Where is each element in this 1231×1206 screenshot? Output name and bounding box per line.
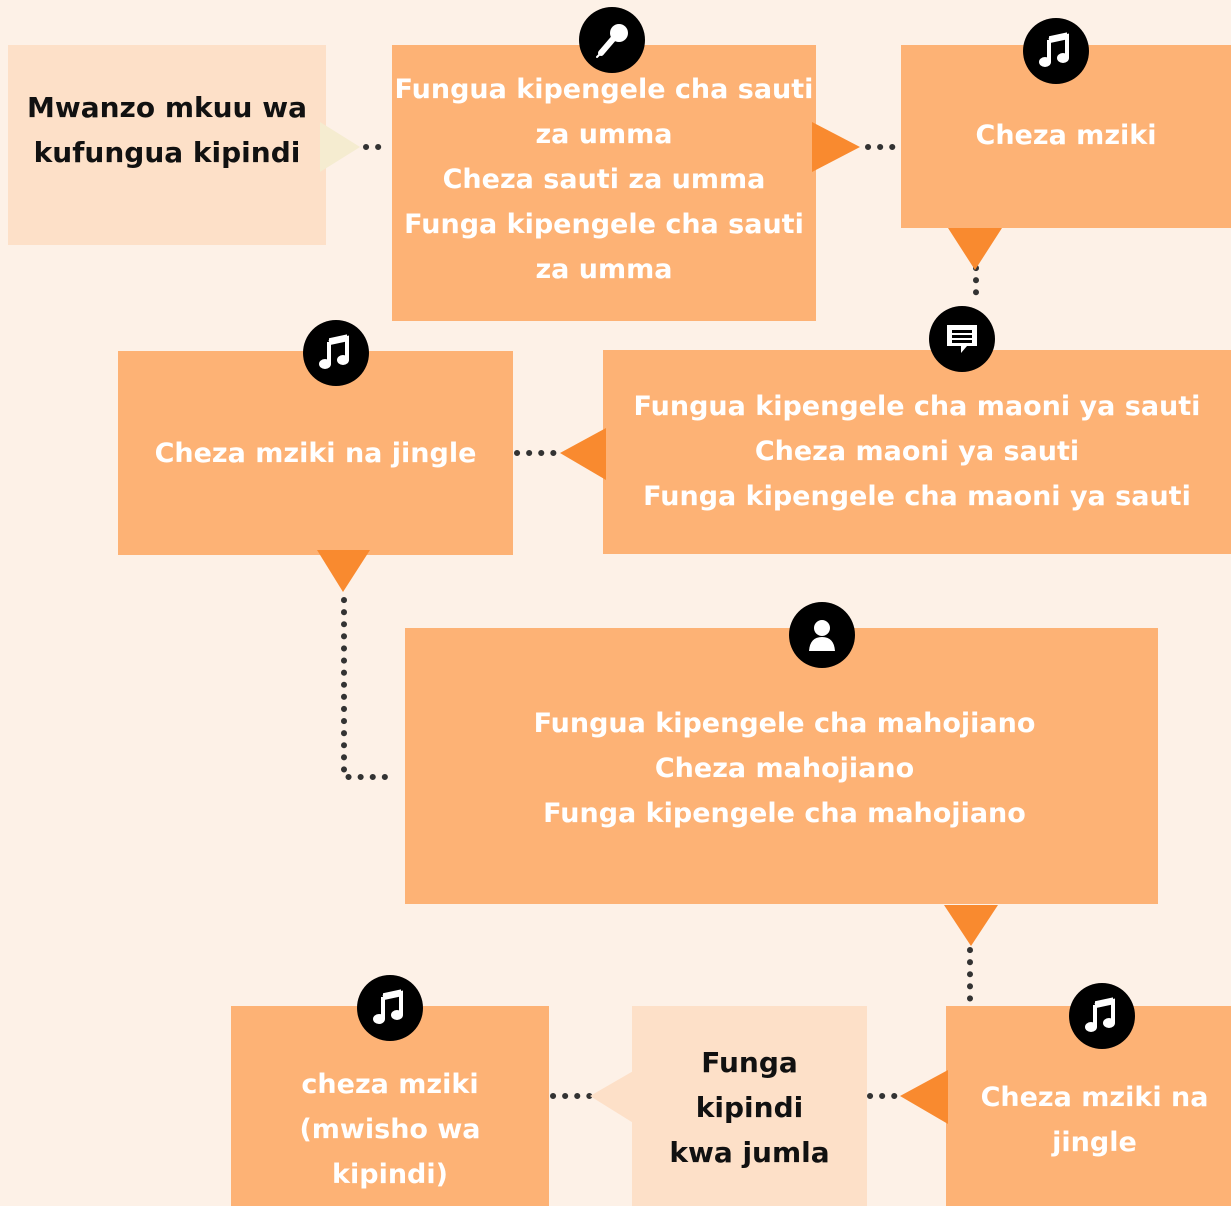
music-end-line-2: (mwisho wa [299,1113,481,1145]
vox-pop-box: Fungua kipengele cha sauti za umma Cheza… [392,45,816,321]
start-line-1: Mwanzo mkuu wa [26,91,307,124]
vox-pop-line-5: za umma [535,253,673,285]
vox-pop-line-4: Funga kipengele cha sauti [404,208,804,240]
music-note-icon [357,975,423,1041]
music-note-icon [1069,983,1135,1049]
comments-line-2: Cheza maoni ya sauti [754,435,1080,467]
interview-box: Fungua kipengele cha mahojiano Cheza mah… [405,628,1158,904]
comments-box: Fungua kipengele cha maoni ya sauti Chez… [603,350,1231,554]
interview-line-2: Cheza mahojiano [654,752,915,784]
vox-pop-line-1: Fungua kipengele cha sauti [394,73,814,105]
microphone-icon [579,7,645,73]
arrow-jingle-down [317,550,370,592]
arrow-start-right [320,122,360,172]
start-box: Mwanzo mkuu wa kufungua kipindi [8,45,326,245]
interview-line-1: Fungua kipengele cha mahojiano [533,707,1036,739]
music-jingle-box-1: Cheza mziki na jingle [118,351,513,555]
comments-line-1: Fungua kipengele cha maoni ya sauti [633,390,1201,422]
close-line-2: kipindi [695,1090,804,1124]
connector-jingle-to-interview [341,597,399,780]
comments-line-3: Funga kipengele cha maoni ya sauti [643,480,1191,512]
music-1-line-1: Cheza mziki [975,120,1157,151]
arrow-voxpop-right [812,122,860,172]
arrow-close-left [590,1070,635,1124]
arrow-music-down [948,228,1002,270]
music-note-icon [1023,18,1089,84]
arrow-comments-left [560,428,606,480]
arrow-jingle2-left [900,1070,948,1124]
start-line-2: kufungua kipindi [33,136,301,169]
music-jingle-2-line-2: jingle [1052,1127,1137,1158]
arrow-interview-down [944,905,998,946]
close-programme-box: Funga kipindi kwa jumla [632,1006,867,1206]
vox-pop-line-3: Cheza sauti za umma [442,163,766,195]
interview-line-3: Funga kipengele cha mahojiano [543,797,1026,829]
music-end-line-3: kipindi) [332,1158,448,1190]
person-icon [789,602,855,668]
music-jingle-1-line-1: Cheza mziki na jingle [154,437,477,469]
close-line-3: kwa jumla [669,1135,830,1169]
music-jingle-2-line-1: Cheza mziki na [980,1082,1209,1113]
music-end-line-1: cheza mziki [301,1068,479,1100]
close-line-1: Funga [701,1045,798,1079]
comment-icon [929,306,995,372]
vox-pop-line-2: za umma [535,118,673,150]
music-note-icon [303,320,369,386]
